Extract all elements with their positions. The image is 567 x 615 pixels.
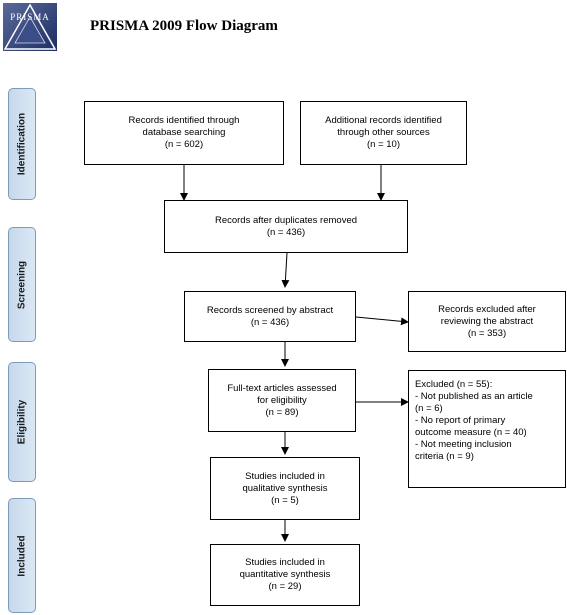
- box-line: Full-text articles assessed: [227, 382, 337, 394]
- box-excluded-fulltext: Excluded (n = 55): - Not published as an…: [408, 370, 566, 488]
- box-line: database searching: [142, 127, 226, 138]
- box-excluded-abstract: Records excluded after reviewing the abs…: [408, 291, 566, 352]
- box-line: Additional records identified: [325, 115, 442, 126]
- stage-included: Included: [8, 498, 36, 613]
- box-line: - Not published as an article: [415, 391, 533, 402]
- box-line: Studies included in: [245, 557, 325, 568]
- box-line: Excluded (n = 55):: [415, 379, 493, 390]
- page-title: PRISMA 2009 Flow Diagram: [90, 18, 278, 34]
- box-line: Studies included in: [245, 470, 325, 482]
- stage-screening: Screening: [8, 227, 36, 342]
- prisma-logo: PRISMA: [3, 3, 57, 51]
- arrow-screened-to-excluded: [355, 316, 409, 326]
- box-line: Records after duplicates removed: [214, 214, 358, 226]
- box-line: (n = 436): [250, 316, 290, 328]
- stage-eligibility: Eligibility: [8, 362, 36, 482]
- box-line: (n = 436): [266, 226, 306, 238]
- box-qualitative: Studies included in qualitative synthesi…: [210, 457, 360, 520]
- stage-identification: Identification: [8, 88, 36, 200]
- box-line: Records identified through: [128, 115, 240, 126]
- arrow-dup-to-screened: [281, 252, 290, 288]
- logo-graphic: [3, 3, 57, 50]
- box-line: (n = 89): [265, 406, 299, 418]
- box-line: Records screened by abstract: [206, 304, 334, 316]
- box-line: Records excluded after: [438, 303, 536, 315]
- box-line: reviewing the abstract: [440, 315, 534, 327]
- box-line: quantitative synthesis: [239, 569, 331, 580]
- box-line: - No report of primary: [415, 415, 506, 426]
- box-line: for eligibility: [257, 394, 307, 406]
- box-after-duplicates: Records after duplicates removed (n = 43…: [164, 200, 408, 253]
- logo-text: PRISMA: [10, 12, 50, 22]
- box-line: (n = 29): [268, 581, 302, 592]
- box-line: qualitative synthesis: [242, 482, 328, 494]
- box-line: (n = 10): [366, 139, 400, 150]
- box-database-records: Records identified through database sear…: [84, 101, 284, 165]
- box-line: (n = 353): [467, 327, 507, 339]
- box-line: outcome measure (n = 40): [415, 427, 527, 438]
- box-screened: Records screened by abstract (n = 436): [184, 291, 356, 342]
- box-line: - Not meeting inclusion: [415, 439, 512, 450]
- box-line: (n = 6): [415, 403, 443, 414]
- box-other-records: Additional records identified through ot…: [300, 101, 467, 165]
- box-line: criteria (n = 9): [415, 451, 474, 462]
- box-line: through other sources: [337, 127, 430, 138]
- box-line: (n = 5): [271, 494, 299, 506]
- box-fulltext: Full-text articles assessed for eligibil…: [208, 369, 356, 432]
- box-line: (n = 602): [164, 139, 204, 150]
- box-quantitative: Studies included in quantitative synthes…: [210, 544, 360, 606]
